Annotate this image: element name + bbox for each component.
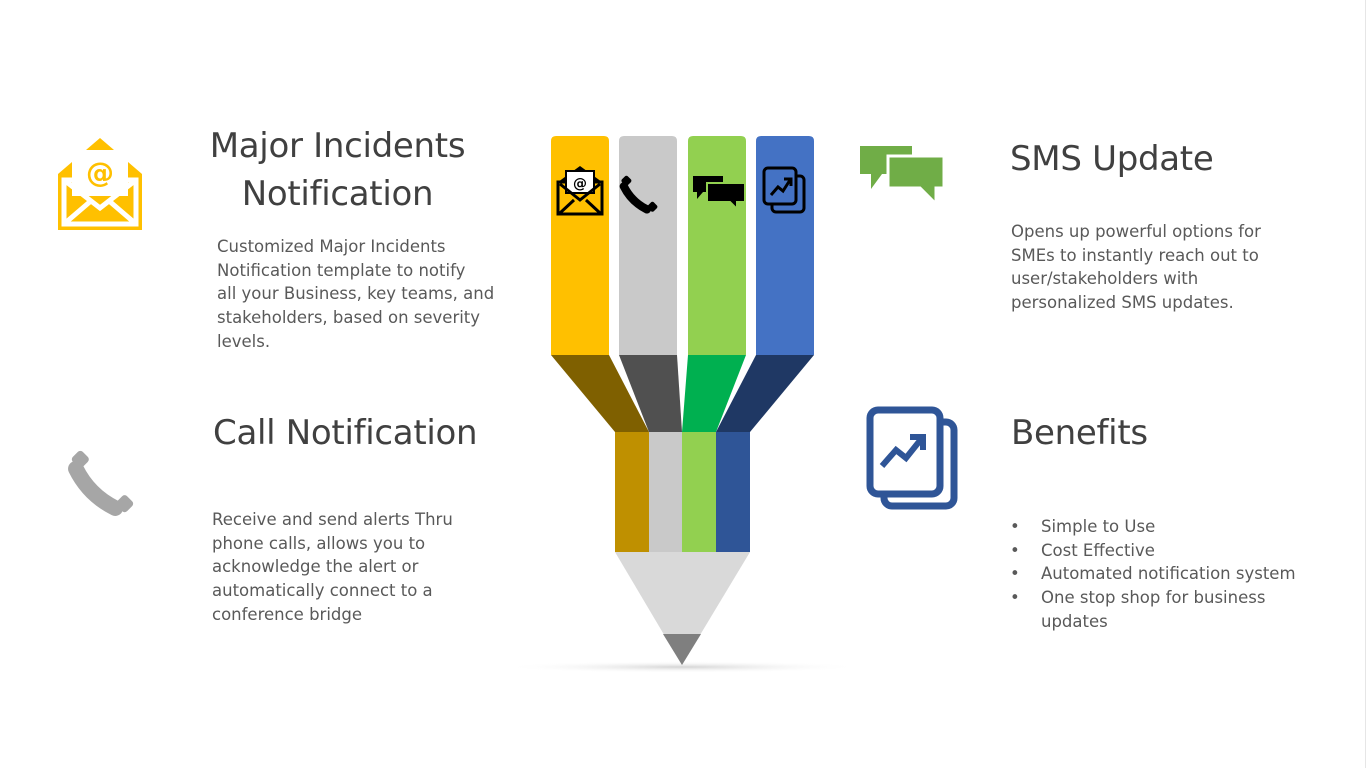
pencil-lead bbox=[663, 634, 701, 665]
svg-text:@: @ bbox=[86, 156, 114, 189]
chat-bubbles-icon bbox=[693, 176, 746, 212]
major-incidents-title-line2: Notification bbox=[241, 174, 434, 214]
benefit-text: updates bbox=[1041, 611, 1108, 631]
bullet-dot: • bbox=[1010, 517, 1020, 536]
sms-update-title-box: SMS Update bbox=[1010, 135, 1214, 183]
sms-update-line: SMEs to instantly reach out to bbox=[1011, 245, 1259, 265]
envelope-at-icon: @ bbox=[58, 138, 142, 230]
call-notification-description: Receive and send alerts Thru phone calls… bbox=[212, 508, 492, 627]
major-incidents-line: stakeholders, based on severity bbox=[217, 308, 481, 328]
envelope-at-icon: @ bbox=[556, 166, 604, 216]
major-incidents-title-line1: Major Incidents bbox=[209, 126, 466, 166]
benefit-text: Automated notification system bbox=[1041, 564, 1296, 584]
call-notification-line: phone calls, allows you to bbox=[212, 533, 426, 553]
major-incidents-line: Notification template to notify bbox=[217, 260, 466, 280]
pencil-body-yellow bbox=[615, 432, 649, 552]
benefits-title: Benefits bbox=[1011, 413, 1148, 453]
call-notification-line: automatically connect to a bbox=[212, 581, 433, 601]
phone-icon bbox=[619, 175, 658, 214]
benefit-text: One stop shop for business bbox=[1041, 588, 1266, 608]
call-notification-title-box: Call Notification bbox=[213, 409, 478, 457]
major-incidents-title: Major Incidents Notification bbox=[190, 122, 485, 218]
pencil-graphic: @ bbox=[502, 136, 862, 673]
major-incidents-line: levels. bbox=[217, 331, 271, 351]
benefit-item: • Simple to Use bbox=[1010, 515, 1310, 539]
chat-bubbles-icon bbox=[860, 146, 946, 206]
bullet-dot: • bbox=[1010, 564, 1020, 584]
pencil-body-gray bbox=[649, 432, 682, 552]
major-incidents-line: Customized Major Incidents bbox=[217, 237, 446, 256]
documents-chart-icon bbox=[762, 166, 806, 214]
benefits-title-box: Benefits bbox=[1011, 409, 1148, 457]
benefit-item: • Cost Effective bbox=[1010, 539, 1310, 563]
sms-update-line: user/stakeholders with bbox=[1011, 269, 1199, 289]
svg-text:@: @ bbox=[573, 176, 587, 192]
sms-update-line: personalized SMS updates. bbox=[1011, 293, 1234, 313]
bullet-dot: • bbox=[1010, 540, 1020, 560]
funnel-gray bbox=[619, 355, 682, 432]
pencil-strip-gray bbox=[619, 136, 677, 355]
pencil-shadow bbox=[502, 661, 862, 673]
bullet-dot: • bbox=[1010, 588, 1020, 608]
major-incidents-line: all your Business, key teams, and bbox=[217, 284, 495, 304]
sms-update-description: Opens up powerful options for SMEs to in… bbox=[1011, 220, 1301, 315]
benefits-list: • Simple to Use • Cost Effective • Autom… bbox=[1010, 515, 1310, 634]
call-notification-line: acknowledge the alert or bbox=[212, 557, 419, 577]
benefit-item: • Automated notification system bbox=[1010, 562, 1310, 586]
benefit-item: • One stop shop for business updates bbox=[1010, 586, 1310, 633]
phone-icon bbox=[68, 450, 134, 516]
sms-update-title: SMS Update bbox=[1010, 139, 1214, 179]
sms-update-line: Opens up powerful options for bbox=[1011, 222, 1261, 241]
pencil-body-blue bbox=[716, 432, 750, 552]
pencil-strip-green bbox=[688, 136, 746, 355]
benefit-text: Simple to Use bbox=[1041, 517, 1156, 536]
documents-chart-icon bbox=[866, 406, 958, 510]
call-notification-line: Receive and send alerts Thru bbox=[212, 510, 453, 529]
major-incidents-description: Customized Major Incidents Notification … bbox=[217, 235, 497, 354]
funnel-yellow bbox=[551, 355, 649, 432]
pencil-tip bbox=[615, 552, 750, 665]
funnel-green bbox=[682, 355, 746, 432]
pencil-body-green bbox=[682, 432, 716, 552]
funnel-blue bbox=[716, 355, 814, 432]
call-notification-title: Call Notification bbox=[213, 413, 478, 453]
call-notification-line: conference bridge bbox=[212, 604, 363, 624]
benefit-text: Cost Effective bbox=[1041, 540, 1155, 560]
